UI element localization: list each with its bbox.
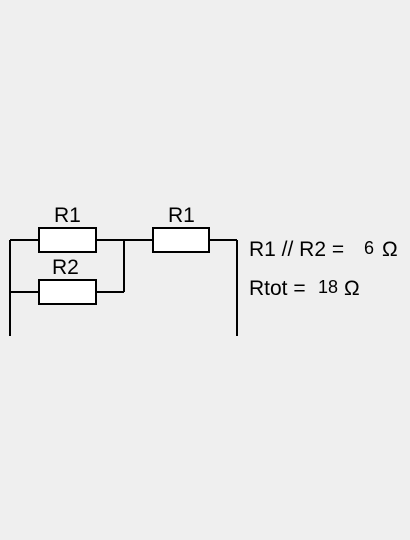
equation-total-lhs: Rtot = <box>249 277 306 300</box>
equation-parallel-unit: Ω <box>382 238 398 261</box>
equation-total-value: 18 <box>318 277 338 297</box>
resistor-r1-parallel <box>38 227 97 253</box>
equation-parallel-value: 6 <box>364 238 374 258</box>
equation-total-unit: Ω <box>344 277 360 300</box>
equation-parallel-lhs: R1 // R2 = <box>249 238 344 261</box>
resistor-r1-series <box>152 227 210 253</box>
label-r1-parallel: R1 <box>54 204 81 227</box>
label-r2-parallel: R2 <box>52 256 79 279</box>
resistor-r2-parallel <box>38 279 97 305</box>
label-r1-series: R1 <box>168 204 195 227</box>
